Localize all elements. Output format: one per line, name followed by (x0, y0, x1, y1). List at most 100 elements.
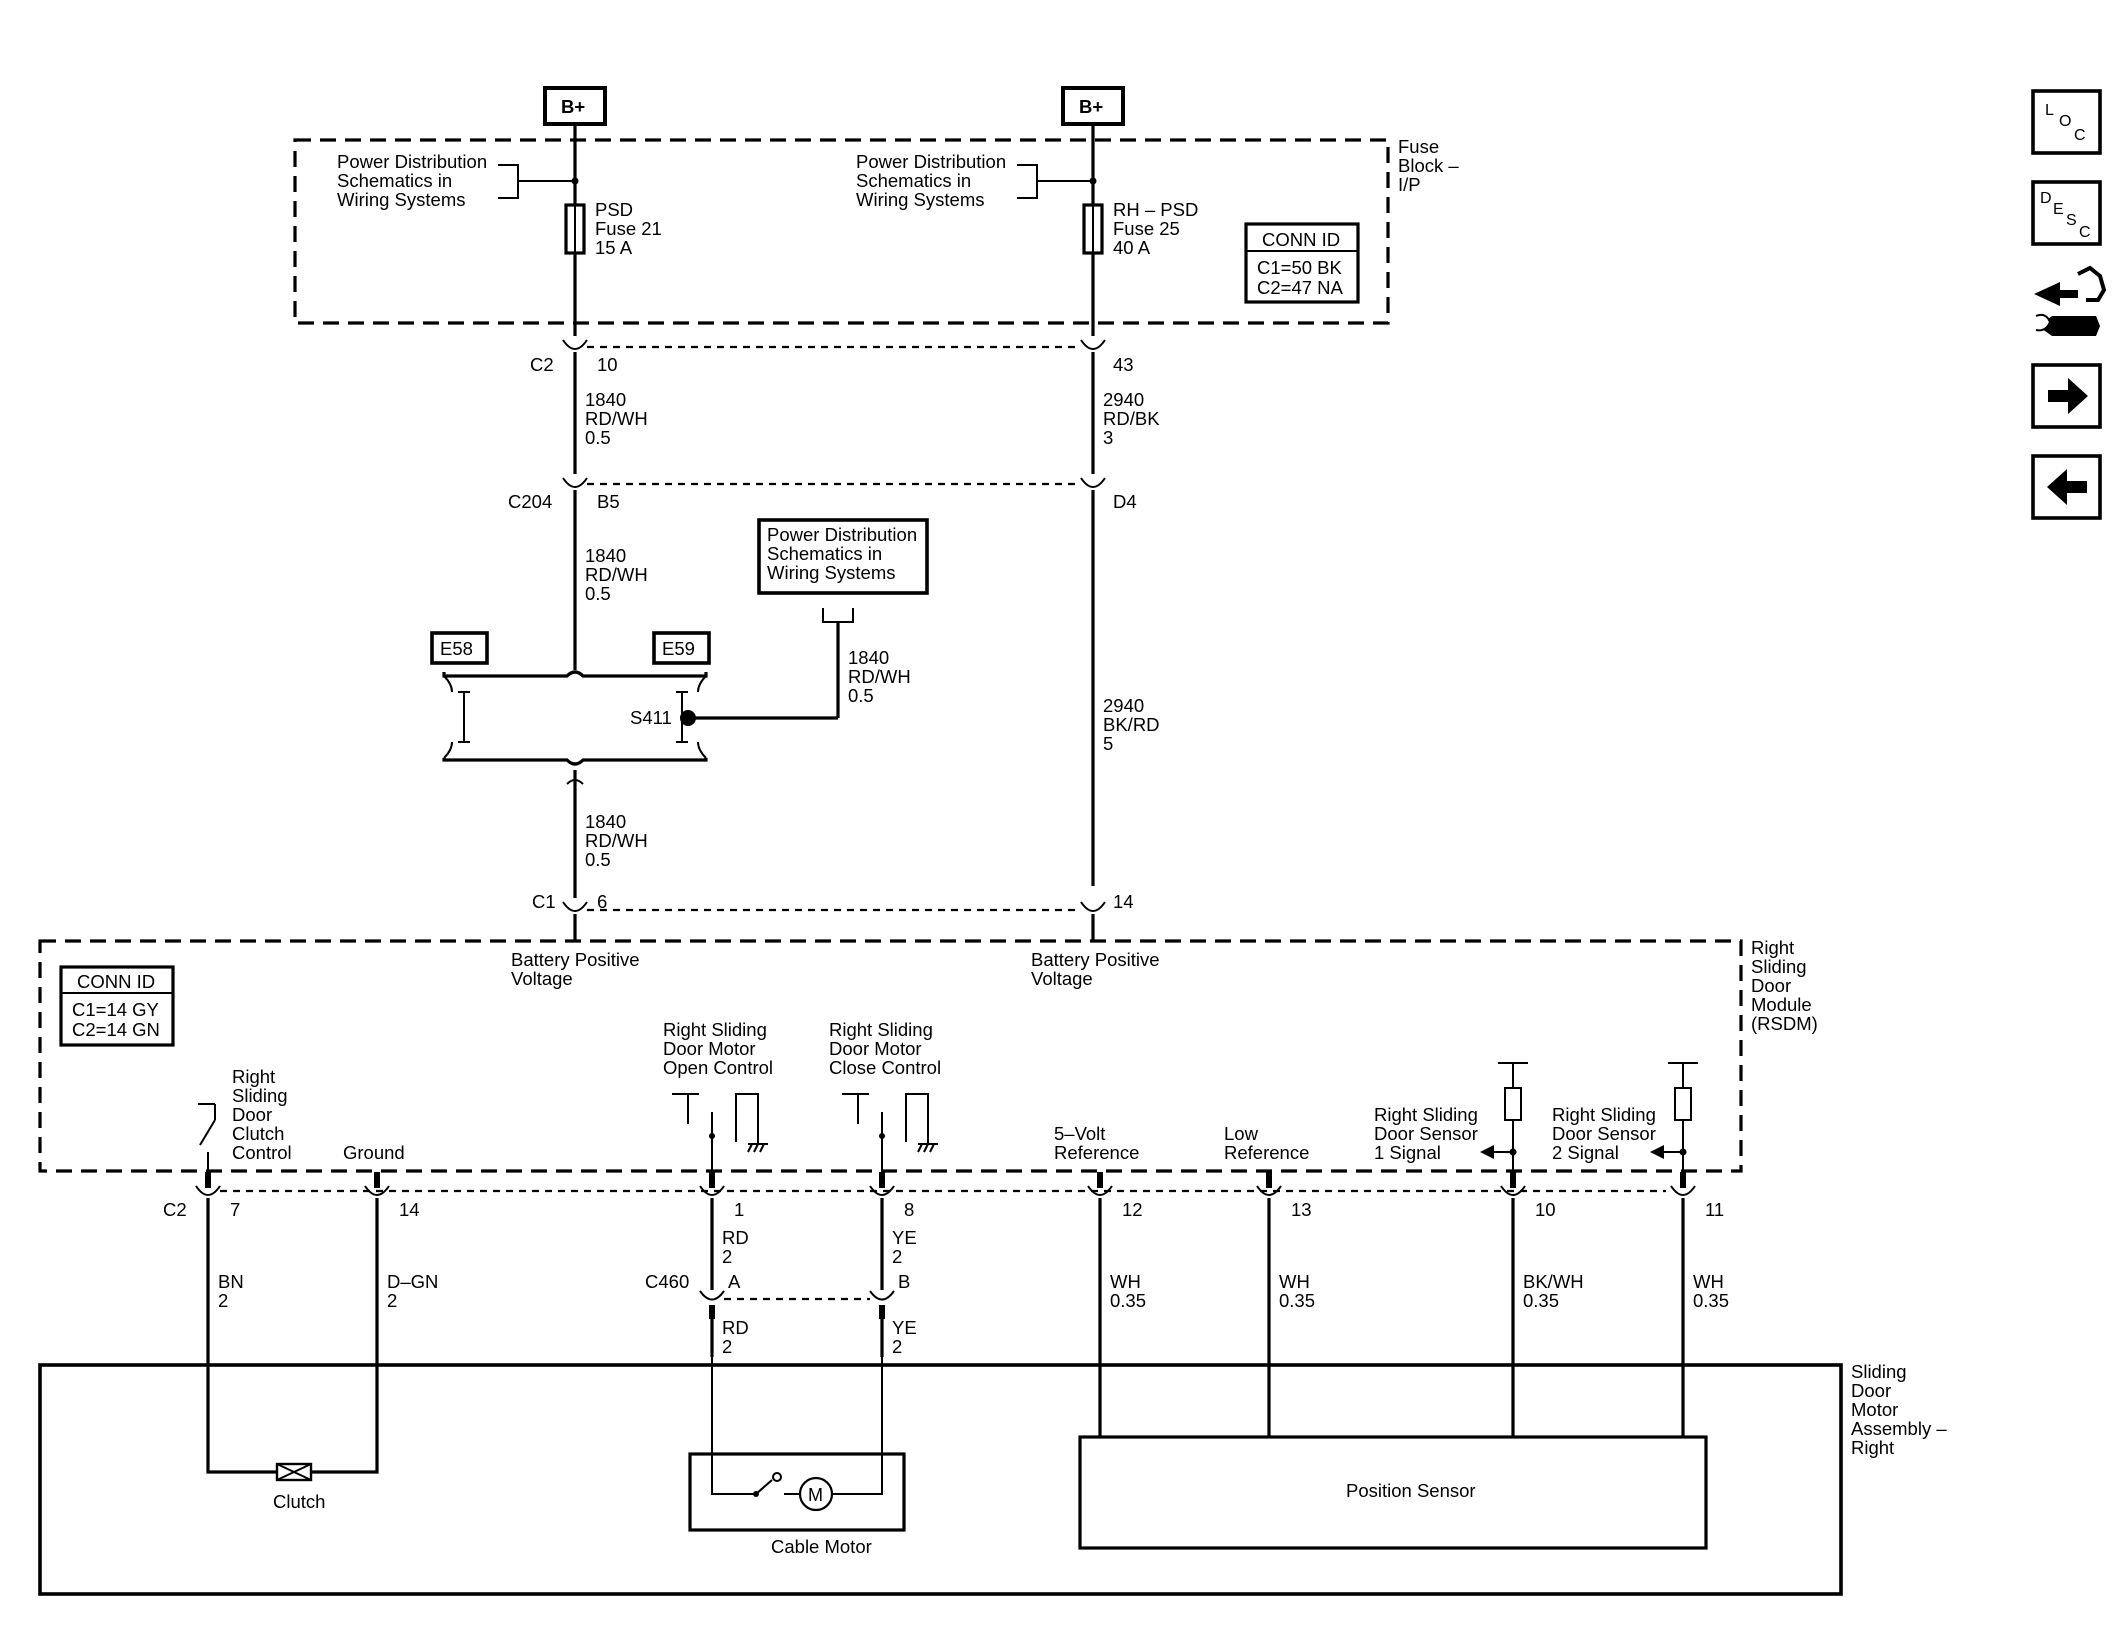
c204-right-pin: D4 (1113, 491, 1137, 512)
c2-bottom-pin: 10 (1535, 1199, 1556, 1220)
wire-bottom-color: WH (1110, 1271, 1141, 1292)
five-volt-1: 5–Volt (1054, 1123, 1105, 1144)
s411-splice-dot (680, 710, 696, 726)
wire-bottom-color: RD (722, 1227, 749, 1248)
desc-s: S (2066, 212, 2077, 229)
wire-bottom-gauge: 0.35 (1523, 1290, 1559, 1311)
splice-pack: Power Distribution Schematics in Wiring … (430, 518, 929, 782)
rsdm-label-1: Right (1751, 937, 1794, 958)
assembly-label-2: Door (1851, 1380, 1891, 1401)
connector-c460: C460 A B (645, 1271, 910, 1319)
loc-l: L (2045, 102, 2054, 119)
wire-bottom-gauge: 0.35 (1110, 1290, 1146, 1311)
fuse-left-1: PSD (595, 199, 633, 220)
power-dist-right-2: Schematics in (856, 170, 971, 191)
open-control-3: Open Control (663, 1057, 773, 1078)
assembly-label-4: Assembly – (1851, 1418, 1947, 1439)
assembly-label-1: Sliding (1851, 1361, 1907, 1382)
wire-bottom-gauge: 2 (387, 1290, 397, 1311)
clutch-control-switch-icon (198, 1103, 216, 1172)
motor-symbol: M (808, 1485, 823, 1505)
rsdm-label-5: (RSDM) (1751, 1013, 1818, 1034)
conn-id-line-1: C1=50 BK (1257, 257, 1343, 278)
back-button[interactable] (2031, 454, 2102, 520)
fuse-right-1: RH – PSD (1113, 199, 1198, 220)
motor-right-gauge: 2 (892, 1336, 902, 1357)
c1-left-pin: 6 (597, 891, 607, 912)
fuse-block-label-2: Block – (1398, 155, 1459, 176)
c2-top-right-pin: 43 (1113, 354, 1134, 375)
bpv-right-1: Battery Positive (1031, 949, 1160, 970)
b-plus-left: B+ (561, 96, 585, 117)
wire-label-left-3: 1840 RD/WH 0.5 (585, 811, 648, 870)
fuse-block-label-1: Fuse (1398, 136, 1439, 157)
conn-id-line-2: C2=47 NA (1257, 277, 1344, 298)
b-plus-right: B+ (1079, 96, 1103, 117)
next-button[interactable] (2031, 363, 2102, 429)
loc-button[interactable]: L O C (2031, 89, 2102, 155)
fuse-right-3: 40 A (1113, 237, 1151, 258)
desc-e: E (2053, 201, 2064, 218)
c2-top-name: C2 (530, 354, 554, 375)
wire-splice-gauge: 0.5 (848, 685, 874, 706)
motor-right-color: YE (892, 1317, 917, 1338)
power-dist-right-3: Wiring Systems (856, 189, 985, 210)
c2-bottom-pin: 8 (904, 1199, 914, 1220)
wire-bottom-gauge: 2 (218, 1290, 228, 1311)
low-ref-2: Reference (1224, 1142, 1309, 1163)
connector-c2-top: C2 10 43 (530, 339, 1134, 375)
close-control-1: Right Sliding (829, 1019, 933, 1040)
wire-left-2-gauge: 0.5 (585, 583, 611, 604)
wire-left-1-color: RD/WH (585, 408, 648, 429)
fuse-left-3: 15 A (595, 237, 633, 258)
splice-power-dist-1: Power Distribution (767, 524, 917, 545)
c2-bottom-pin: 11 (1705, 1199, 1724, 1220)
desc-button[interactable]: D E S C (2031, 180, 2102, 246)
wire-right-1-circuit: 2940 (1103, 389, 1144, 410)
c204-name: C204 (508, 491, 552, 512)
assembly-label-5: Right (1851, 1437, 1894, 1458)
c2-bottom-pin: 14 (399, 1199, 420, 1220)
c2-bottom-pin: 13 (1291, 1199, 1312, 1220)
wire-left-3-circuit: 1840 (585, 811, 626, 832)
wire-left-1-gauge: 0.5 (585, 427, 611, 448)
c460-left-pin: A (728, 1271, 741, 1292)
wire-left-3-gauge: 0.5 (585, 849, 611, 870)
c2-bottom-pin: 12 (1122, 1199, 1143, 1220)
loc-c: C (2074, 127, 2086, 144)
c460-right-pin: B (898, 1271, 910, 1292)
wire-right-2-gauge: 5 (1103, 733, 1113, 754)
motor-left-color: RD (722, 1317, 749, 1338)
sensor1-2: Door Sensor (1374, 1123, 1478, 1144)
wire-left-2-color: RD/WH (585, 564, 648, 585)
open-control-1: Right Sliding (663, 1019, 767, 1040)
fuse-block-label-3: I/P (1398, 174, 1421, 195)
close-control-3: Close Control (829, 1057, 941, 1078)
wire-bottom-gauge: 0.35 (1693, 1290, 1729, 1311)
wire-right-1-gauge: 3 (1103, 427, 1113, 448)
wire-bottom-color: WH (1279, 1271, 1310, 1292)
clutch-icon (275, 1462, 313, 1482)
motor-left-gauge: 2 (722, 1336, 732, 1357)
wire-bottom-gauge: 2 (892, 1246, 902, 1267)
sensor1-1: Right Sliding (1374, 1104, 1478, 1125)
connector-tool-icon[interactable] (2034, 265, 2107, 336)
wire-bottom-gauge: 2 (722, 1246, 732, 1267)
rsdm-module: Right Sliding Door Module (RSDM) CONN ID… (38, 937, 1818, 1173)
power-dist-left-1: Power Distribution (337, 151, 487, 172)
clutch-control-2: Sliding (232, 1085, 288, 1106)
wire-splice-color: RD/WH (848, 666, 911, 687)
rsdm-conn-id-line-2: C2=14 GN (72, 1019, 160, 1040)
wire-label-left-2: 1840 RD/WH 0.5 (585, 545, 648, 604)
wire-right-2-color: BK/RD (1103, 714, 1160, 735)
clutch-control-3: Door (232, 1104, 272, 1125)
wire-label-left-1: 1840 RD/WH 0.5 (585, 389, 648, 448)
rsdm-label-3: Door (1751, 975, 1791, 996)
fuse-right-2: Fuse 25 (1113, 218, 1180, 239)
clutch-control-5: Control (232, 1142, 292, 1163)
wire-right-1-color: RD/BK (1103, 408, 1160, 429)
fuse-left-2: Fuse 21 (595, 218, 662, 239)
rsdm-conn-id: CONN ID C1=14 GY C2=14 GN (59, 965, 175, 1047)
e59-label: E59 (662, 638, 695, 659)
arrow-right-icon (2048, 378, 2088, 414)
